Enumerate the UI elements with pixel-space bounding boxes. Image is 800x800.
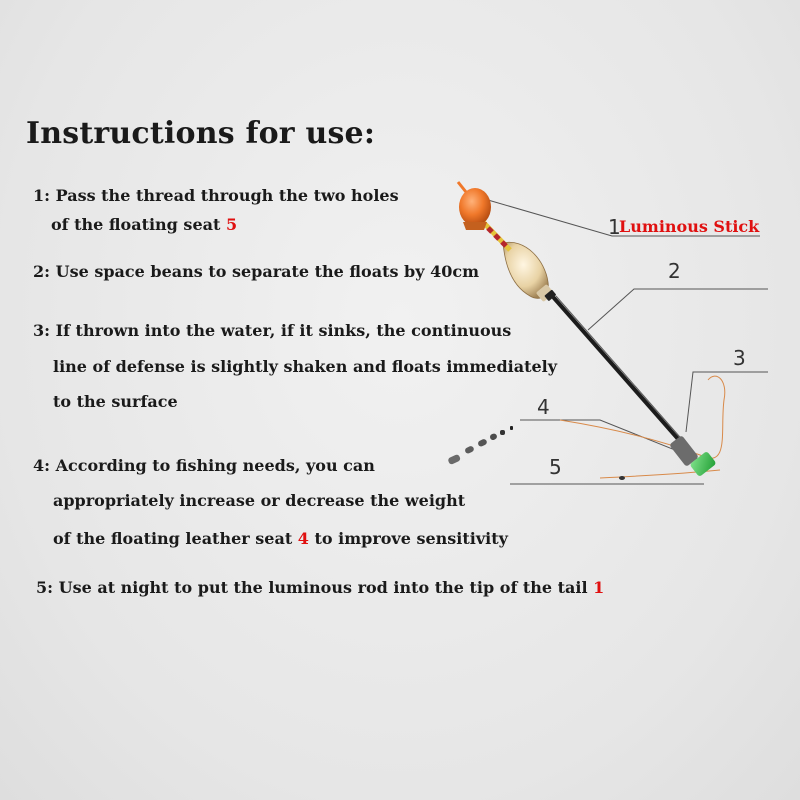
callout-3-number: 3 bbox=[733, 346, 746, 370]
callout-2-leader bbox=[587, 288, 768, 331]
step-3-line-3: to the surface bbox=[53, 392, 178, 411]
step-5-line-1: 5: Use at night to put the luminous rod … bbox=[36, 578, 604, 597]
step-2-line-1: 2: Use space beans to separate the float… bbox=[33, 262, 480, 281]
callout-1-number: 1 bbox=[608, 215, 621, 239]
callout-4-number: 4 bbox=[537, 395, 550, 419]
callout-4-leader bbox=[520, 419, 706, 463]
step-5-ref-number: 1 bbox=[593, 578, 605, 597]
step-4-text-b: to improve sensitivity bbox=[314, 529, 508, 548]
callout-5-number: 5 bbox=[549, 455, 562, 479]
step-5-text: 5: Use at night to put the luminous rod … bbox=[36, 578, 588, 597]
callout-3-leader bbox=[685, 371, 768, 433]
page-title: Instructions for use: bbox=[26, 116, 376, 151]
step-1-ref-number: 5 bbox=[225, 215, 238, 234]
callout-2-number: 2 bbox=[668, 259, 681, 283]
step-3-line-2: line of defense is slightly shaken and f… bbox=[53, 357, 558, 376]
step-4-line-3: of the floating leather seat 4 to improv… bbox=[53, 529, 508, 548]
float-antenna-stripes bbox=[486, 226, 508, 248]
float-rod bbox=[552, 296, 688, 450]
callout-leaders bbox=[487, 199, 768, 485]
float-body bbox=[502, 241, 556, 302]
step-4-text-a: of the floating leather seat bbox=[53, 529, 293, 548]
step-1-line-1: 1: Pass the thread through the two holes bbox=[33, 186, 399, 205]
step-4-line-2: appropriately increase or decrease the w… bbox=[53, 491, 466, 510]
step-1-text: of the floating seat bbox=[51, 215, 221, 234]
float-connector bbox=[670, 436, 716, 476]
luminous-tip bbox=[456, 181, 491, 230]
step-4-line-1: 4: According to fishing needs, you can bbox=[33, 456, 375, 475]
callout-1-leader bbox=[487, 199, 760, 237]
fishing-line bbox=[559, 375, 726, 479]
step-1-line-2: of the floating seat 5 bbox=[51, 215, 237, 234]
step-3-line-1: 3: If thrown into the water, if it sinks… bbox=[33, 321, 512, 340]
float-rod-highlight bbox=[555, 295, 687, 445]
step-4-ref-number: 4 bbox=[297, 529, 309, 548]
space-beans bbox=[448, 426, 625, 480]
callout-1-label: Luminous Stick bbox=[619, 217, 760, 236]
